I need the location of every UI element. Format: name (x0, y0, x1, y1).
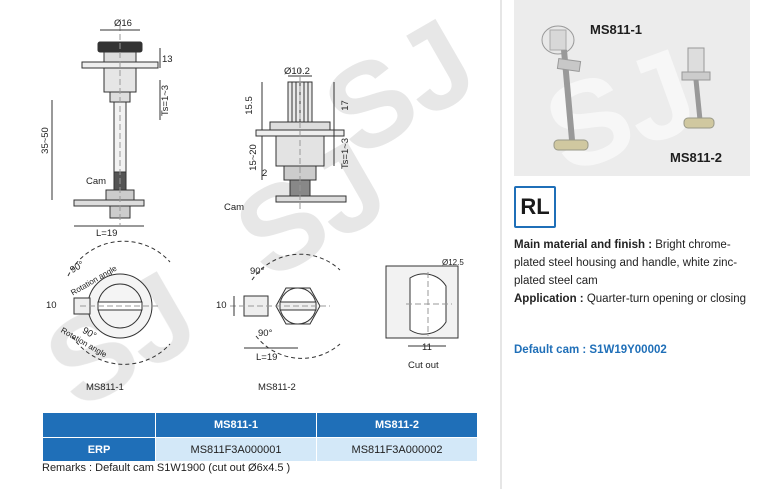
default-cam: Default cam : S1W19Y00002 (514, 344, 667, 356)
photo-label-ms811-2: MS811-2 (670, 150, 723, 165)
lock-side-view-ms811-2 (255, 68, 347, 212)
application-label: Application : (514, 293, 584, 305)
lock-photo-ms811-1 (541, 25, 589, 151)
column-divider (500, 0, 502, 489)
table-header-ms811-2: MS811-2 (316, 412, 478, 438)
caption-ms811-2: MS811-2 (258, 382, 296, 393)
lock-photo-ms811-2 (681, 47, 715, 129)
table-header-ms811-1: MS811-1 (155, 412, 317, 438)
application-text: Quarter-turn opening or closing (586, 293, 747, 305)
dim-diameter-16: Ø16 (114, 18, 132, 29)
material-label: Main material and finish : (514, 239, 653, 251)
angle-90-3: 90° (250, 266, 265, 277)
product-info: Main material and finish : Bright chrome… (514, 236, 754, 308)
dim-ts-2: Ts=1~3 (340, 137, 352, 170)
cam-label-2: Cam (224, 202, 245, 213)
product-photo: SJ MS811-1 MS811-2 (514, 0, 750, 176)
dim-17: 17 (339, 100, 351, 111)
dim-diameter-12-5: Ø12.5 (442, 258, 464, 267)
drawing-lines: SJ SJ SJ (24, 0, 497, 410)
photo-label-ms811-1: MS811-1 (590, 22, 643, 37)
dim-15-5: 15.5 (243, 96, 255, 115)
lock-front-view-ms811-2 (230, 253, 341, 359)
lock-side-view-ms811-1 (73, 25, 159, 225)
dim-10: 10 (46, 300, 57, 311)
dim-diameter-10-2: Ø10.2 (284, 66, 310, 77)
dim-range-15-20: 15~20 (247, 144, 259, 171)
table-header-blank (42, 412, 156, 438)
caption-ms811-1: MS811-1 (86, 382, 124, 393)
erp-value-ms811-2: MS811F3A000002 (316, 437, 478, 462)
dim-length-2: L=19 (256, 352, 278, 363)
table-header-row: MS811-1 MS811-2 (42, 412, 478, 438)
table-row: ERP MS811F3A000001 MS811F3A000002 (42, 437, 478, 462)
erp-value-ms811-1: MS811F3A000001 (155, 437, 317, 462)
erp-table: MS811-1 MS811-2 ERP MS811F3A000001 MS811… (42, 412, 478, 462)
row-label-erp: ERP (42, 437, 156, 462)
rl-badge: RL (514, 186, 556, 228)
dim-length: L=19 (96, 228, 118, 239)
angle-90-4: 90° (258, 328, 273, 339)
panel-cutout (385, 265, 459, 347)
dim-13: 13 (162, 54, 173, 65)
caption-cut-out: Cut out (408, 360, 439, 371)
technical-drawings: SJ SJ SJ (24, 0, 497, 410)
cam-label: Cam (86, 176, 107, 187)
material-text: Bright chrome-plated steel housing and h… (514, 239, 738, 287)
dim-ts: Ts=1~3 (160, 84, 172, 117)
photo-illustration: SJ (529, 23, 715, 176)
dim-range-35-50: 35~50 (39, 127, 51, 154)
dim-10-b: 10 (216, 300, 227, 311)
remarks-text: Remarks : Default cam S1W1900 (cut out Ø… (42, 462, 291, 474)
lock-front-view-ms811-1 (67, 240, 171, 365)
dim-2: 2 (262, 168, 268, 179)
dim-11: 11 (422, 342, 432, 353)
